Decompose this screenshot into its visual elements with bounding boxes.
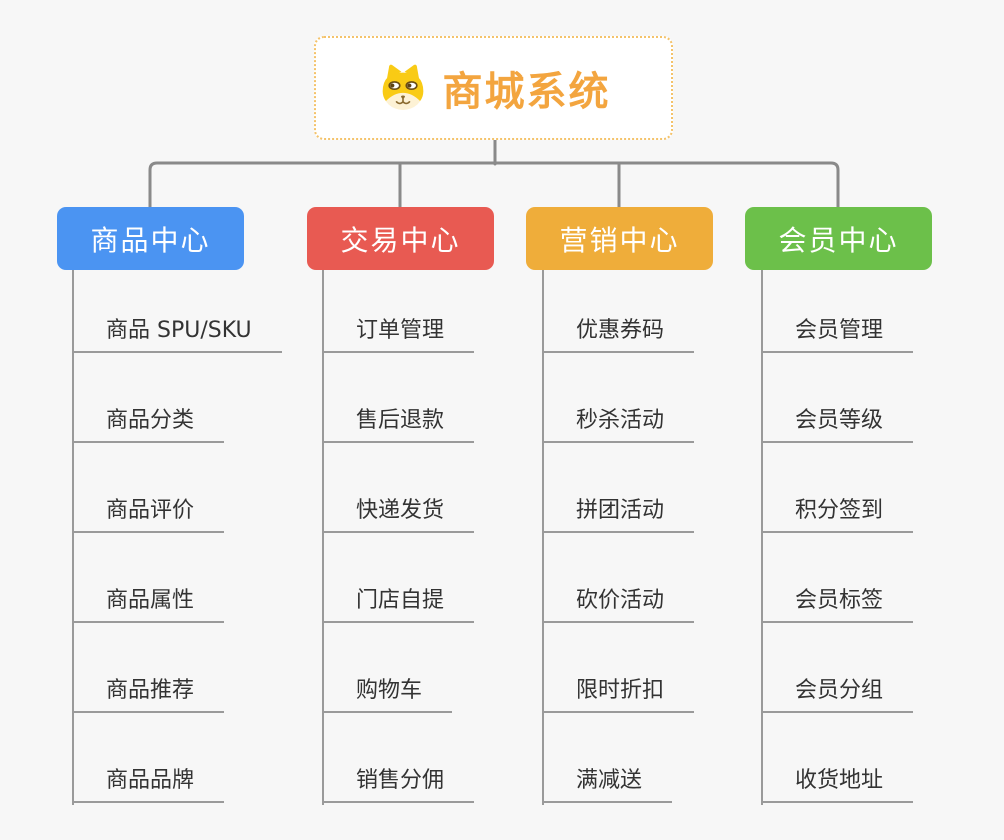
- branch-node-product-center[interactable]: 商品中心: [57, 207, 244, 270]
- branch-node-trade-center[interactable]: 交易中心: [307, 207, 494, 270]
- leaf-item[interactable]: 砍价活动: [542, 587, 695, 623]
- leaf-item[interactable]: 商品品牌: [72, 767, 225, 803]
- branch-children-member: 会员管理 会员等级 积分签到 会员标签 会员分组 收货地址: [761, 270, 1004, 815]
- dog-face-icon: [377, 62, 429, 114]
- leaf-item[interactable]: 收货地址: [761, 767, 914, 803]
- root-node[interactable]: 商城系统: [314, 36, 673, 140]
- leaf-item[interactable]: 购物车: [322, 677, 453, 713]
- branch-spine: [322, 270, 324, 805]
- leaf-item[interactable]: 商品推荐: [72, 677, 225, 713]
- leaf-item[interactable]: 商品 SPU/SKU: [72, 317, 282, 353]
- branch-node-marketing-center[interactable]: 营销中心: [526, 207, 713, 270]
- leaf-item[interactable]: 销售分佣: [322, 767, 475, 803]
- leaf-item[interactable]: 商品属性: [72, 587, 225, 623]
- branch-spine: [72, 270, 74, 805]
- leaf-item[interactable]: 会员分组: [761, 677, 914, 713]
- leaf-item[interactable]: 订单管理: [322, 317, 475, 353]
- leaf-item[interactable]: 秒杀活动: [542, 407, 695, 443]
- leaf-item[interactable]: 拼团活动: [542, 497, 695, 533]
- branch-children-product: 商品 SPU/SKU 商品分类 商品评价 商品属性 商品推荐 商品品牌: [72, 270, 317, 815]
- branch-node-member-center[interactable]: 会员中心: [745, 207, 932, 270]
- branch-children-marketing: 优惠券码 秒杀活动 拼团活动 砍价活动 限时折扣 满减送: [542, 270, 787, 815]
- branch-spine: [542, 270, 544, 805]
- leaf-item[interactable]: 积分签到: [761, 497, 914, 533]
- leaf-item[interactable]: 限时折扣: [542, 677, 695, 713]
- leaf-item[interactable]: 满减送: [542, 767, 673, 803]
- leaf-item[interactable]: 商品分类: [72, 407, 225, 443]
- leaf-item[interactable]: 会员等级: [761, 407, 914, 443]
- leaf-item[interactable]: 快递发货: [322, 497, 475, 533]
- leaf-item[interactable]: 商品评价: [72, 497, 225, 533]
- leaf-item[interactable]: 优惠券码: [542, 317, 695, 353]
- branch-spine: [761, 270, 763, 805]
- bus-line: [148, 161, 840, 209]
- root-title: 商城系统: [442, 69, 611, 115]
- leaf-item[interactable]: 会员标签: [761, 587, 914, 623]
- leaf-item[interactable]: 门店自提: [322, 587, 475, 623]
- leaf-item[interactable]: 会员管理: [761, 317, 914, 353]
- branch-children-trade: 订单管理 售后退款 快递发货 门店自提 购物车 销售分佣: [322, 270, 567, 815]
- leaf-item[interactable]: 售后退款: [322, 407, 475, 443]
